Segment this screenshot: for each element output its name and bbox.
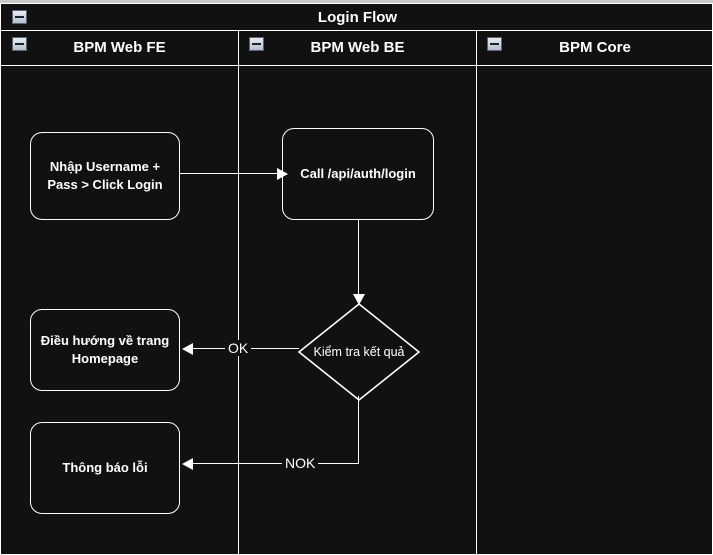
lane-divider-fe-be — [238, 31, 239, 555]
lane-header-be: BPM Web BE — [310, 39, 405, 56]
collapse-minus-icon-lane-be[interactable] — [249, 37, 264, 51]
lane-header-core: BPM Core — [559, 39, 631, 56]
pool-login-flow: Login Flow BPM Web FE BPM Web BE BPM Cor… — [0, 3, 713, 555]
edge-n2-n3-line — [358, 219, 360, 297]
node-input-credentials[interactable]: Nhập Username + Pass > Click Login — [30, 132, 180, 220]
lane-divider-be-core — [476, 31, 477, 555]
lane-header-row: BPM Web FE BPM Web BE BPM Core — [1, 31, 713, 66]
pool-title: Login Flow — [1, 4, 713, 31]
edge-label-nok: NOK — [282, 455, 319, 471]
node-call-login-api[interactable]: Call /api/auth/login — [282, 128, 434, 220]
node-check-result[interactable]: Kiểm tra kết quả — [297, 302, 421, 402]
edge-n2-n3-arrowhead — [353, 294, 365, 305]
collapse-minus-icon-lane-fe[interactable] — [12, 37, 27, 51]
node-redirect-homepage[interactable]: Điều hướng về trang Homepage — [30, 309, 180, 391]
edge-n3-n5-vline — [358, 396, 360, 464]
edge-n1-n2-line — [180, 173, 279, 175]
edge-n3-n5-hline — [192, 463, 359, 465]
edge-n3-n4-arrowhead — [182, 343, 193, 355]
node-check-result-label: Kiểm tra kết quả — [313, 345, 405, 359]
edge-label-ok: OK — [225, 340, 252, 356]
collapse-minus-icon-lane-core[interactable] — [487, 37, 502, 51]
edge-n3-n5-arrowhead — [182, 458, 193, 470]
collapse-minus-icon-pool[interactable] — [12, 10, 27, 24]
node-show-error[interactable]: Thông báo lỗi — [30, 422, 180, 514]
lane-header-fe: BPM Web FE — [73, 39, 166, 56]
